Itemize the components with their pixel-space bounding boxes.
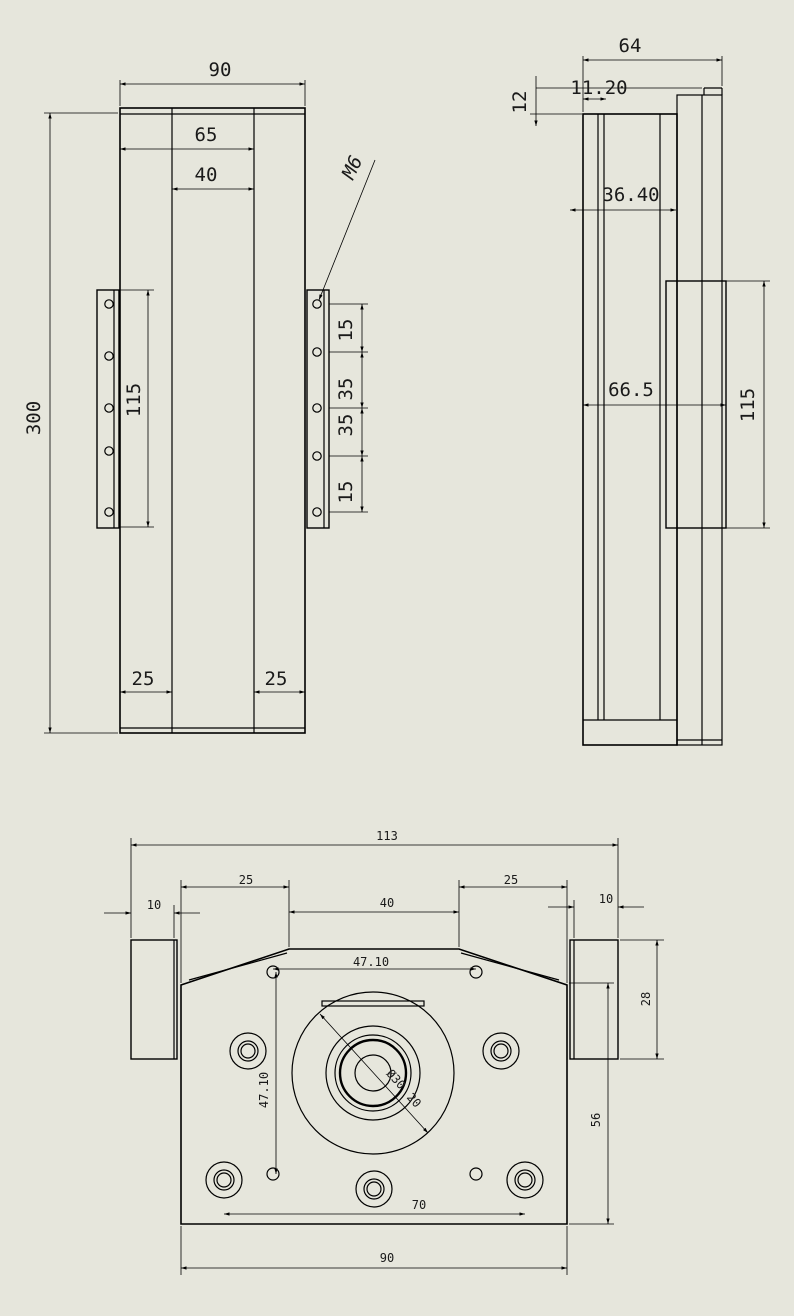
dim-carriage-length: 115 xyxy=(123,383,145,417)
right-flange xyxy=(569,939,619,1060)
dim-vertical-hole-spacing: 47.10 xyxy=(257,1072,271,1108)
mounting-hole xyxy=(104,446,114,456)
dim-hole-spacing-4: 15 xyxy=(335,481,357,504)
small-hole xyxy=(469,1167,483,1181)
dim-carriage-height: 66.5 xyxy=(608,379,654,401)
counterbore-hole xyxy=(205,1161,243,1199)
end-dimensions xyxy=(104,838,664,1275)
dim-hole-spacing-1: 15 xyxy=(335,319,357,342)
mounting-hole xyxy=(312,299,322,309)
side-view xyxy=(582,87,727,746)
end-dimension-labels: 113 25 40 25 10 10 47.10 47.10 Ø30 20 70… xyxy=(147,829,653,1265)
mounting-hole xyxy=(312,451,322,461)
dim-channel-width: 40 xyxy=(195,164,218,186)
dim-overall-height: 64 xyxy=(619,35,642,57)
small-hole xyxy=(266,965,280,979)
dim-offset-small: 11.20 xyxy=(570,77,627,99)
side-rail xyxy=(676,94,723,746)
left-mounting-holes xyxy=(104,299,114,517)
end-main-block xyxy=(180,948,568,1225)
mounting-hole xyxy=(312,403,322,413)
thread-leader xyxy=(318,159,376,301)
small-hole xyxy=(469,965,483,979)
dim-inner-width: 65 xyxy=(195,124,218,146)
counterbore-hole xyxy=(506,1161,544,1199)
right-carriage-strip xyxy=(306,289,330,529)
dim-center-width: 40 xyxy=(380,896,394,910)
thread-callout: M6 xyxy=(337,152,367,183)
mounting-hole xyxy=(312,507,322,517)
dim-rail-height: 36.40 xyxy=(602,184,659,206)
mounting-hole xyxy=(104,351,114,361)
front-dimensions xyxy=(44,80,376,734)
dim-plate-thickness: 12 xyxy=(509,91,531,114)
front-view xyxy=(96,107,330,734)
end-view xyxy=(130,939,619,1225)
front-base-plate xyxy=(119,107,306,734)
dim-bore-inner: 20 xyxy=(404,1090,424,1110)
counterbore-hole xyxy=(229,1032,267,1070)
small-hole xyxy=(266,1167,280,1181)
dim-end-margin-right: 25 xyxy=(265,668,288,690)
mounting-hole xyxy=(104,299,114,309)
dim-left-flange: 10 xyxy=(147,898,161,912)
dim-hole-spacing-2: 35 xyxy=(335,378,357,401)
right-mounting-holes xyxy=(312,299,322,517)
mounting-hole xyxy=(312,347,322,357)
dim-top-hole-spacing: 47.10 xyxy=(353,955,389,969)
dim-hole-spacing-3: 35 xyxy=(335,414,357,437)
counterbore-hole xyxy=(355,1170,393,1208)
dim-flange-height: 28 xyxy=(639,992,653,1006)
dim-right-flange: 10 xyxy=(599,892,613,906)
dim-end-margin-left: 25 xyxy=(132,668,155,690)
side-dimensions xyxy=(530,56,770,529)
dim-left-step: 25 xyxy=(239,873,253,887)
bearing-housing xyxy=(291,991,455,1155)
dim-body-height: 56 xyxy=(589,1113,603,1127)
dim-right-step: 25 xyxy=(504,873,518,887)
front-dimension-labels: 90 65 40 300 115 15 35 35 15 M6 25 25 xyxy=(23,59,367,690)
mounting-hole xyxy=(104,507,114,517)
mounting-hole xyxy=(104,403,114,413)
housing-top-flat xyxy=(321,1000,425,1007)
left-flange xyxy=(130,939,178,1060)
dim-overall-width: 90 xyxy=(209,59,232,81)
dim-base-hole-spacing: 70 xyxy=(412,1198,426,1212)
side-base-plate xyxy=(582,113,678,746)
side-carriage xyxy=(665,280,727,529)
side-dimension-labels: 64 11.20 12 36.40 66.5 115 xyxy=(509,35,759,422)
dim-side-carriage-length: 115 xyxy=(737,388,759,422)
left-carriage-strip xyxy=(96,289,120,529)
dim-base-width: 90 xyxy=(380,1251,394,1265)
counterbore-hole xyxy=(482,1032,520,1070)
dim-overall-length: 300 xyxy=(23,401,45,435)
dim-end-overall-width: 113 xyxy=(376,829,398,843)
